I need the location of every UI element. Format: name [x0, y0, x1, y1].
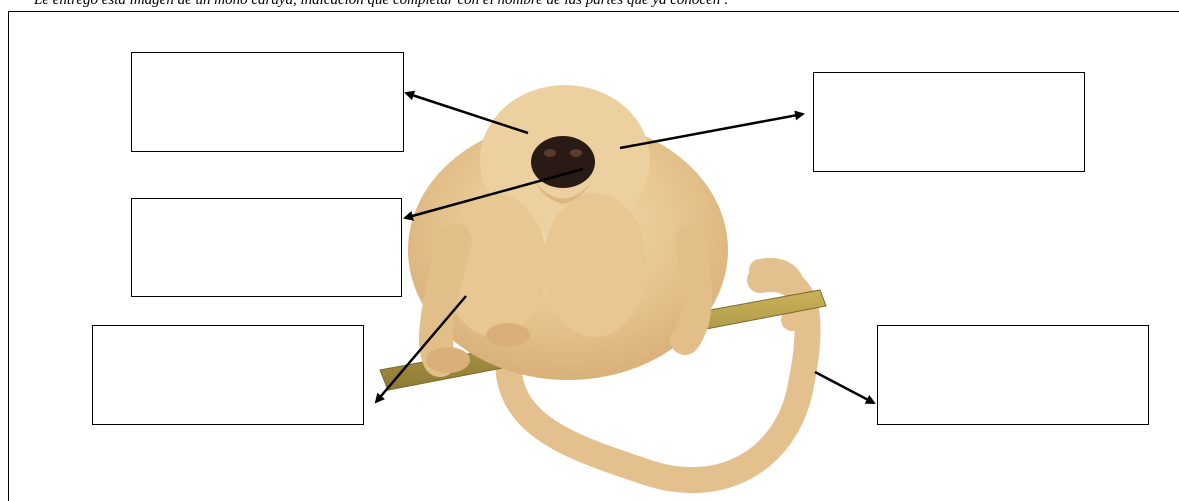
arrow-tail-label — [815, 372, 874, 403]
answer-box-5[interactable] — [877, 325, 1149, 425]
monkey-hand — [426, 347, 470, 373]
answer-box-4[interactable] — [813, 72, 1085, 172]
arrow-body-label — [620, 114, 803, 148]
answer-box-1[interactable] — [131, 52, 404, 152]
answer-box-3[interactable] — [92, 325, 364, 425]
monkey-foot — [486, 323, 530, 347]
answer-box-2[interactable] — [131, 198, 402, 297]
monkey-leg-right — [543, 193, 647, 337]
